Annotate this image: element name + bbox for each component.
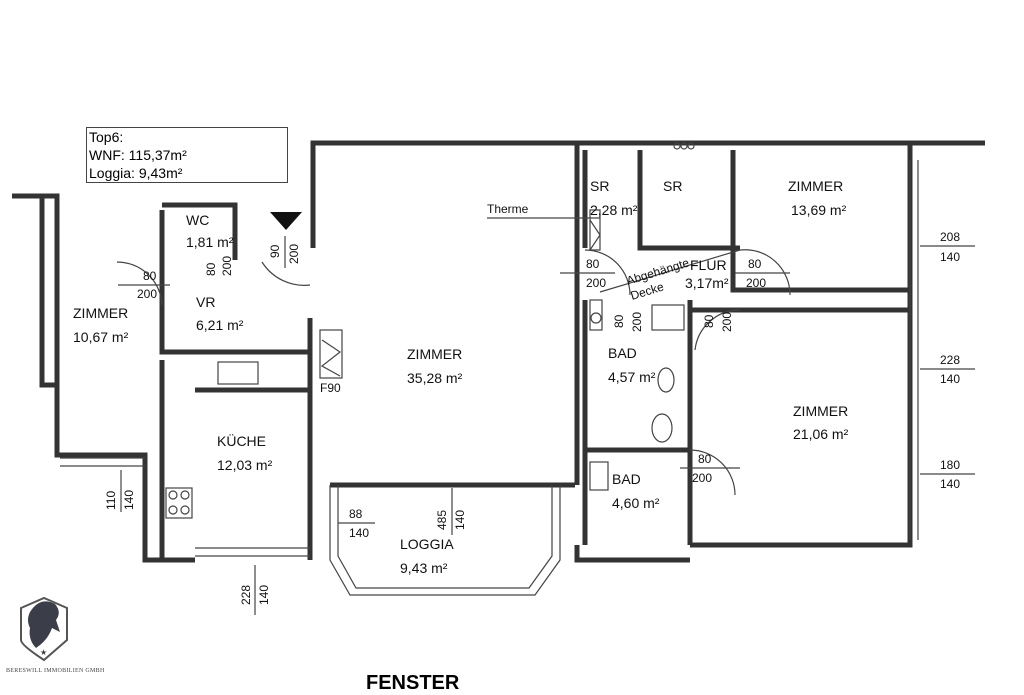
dimension-label: 80	[143, 269, 157, 283]
walls	[12, 140, 985, 596]
company-logo: ★	[20, 596, 68, 662]
dimension-label: 200	[746, 276, 766, 290]
room-name: ZIMMER	[407, 346, 462, 362]
room-name: SR	[590, 178, 609, 194]
fixtures	[165, 142, 741, 519]
room-area: 4,57 m²	[608, 369, 656, 385]
chimney-f90	[319, 329, 343, 379]
room-name: FLUR	[690, 257, 727, 273]
dimension-label: 140	[453, 510, 467, 530]
company-name: BERESWILL IMMOBILIEN GMBH	[6, 668, 105, 674]
room-name: ZIMMER	[793, 403, 848, 419]
suspended-ceiling-line	[599, 249, 741, 293]
dimension-label: 80	[748, 257, 762, 271]
dimension-label: 110	[104, 491, 118, 510]
dimension-label: 180	[940, 458, 960, 472]
room-name: ZIMMER	[73, 305, 128, 321]
room-name: LOGGIA	[400, 536, 454, 552]
horse-icon	[28, 601, 60, 648]
room-name: VR	[196, 294, 215, 310]
dimension-label: 228	[940, 353, 960, 367]
dimension-label: 200	[630, 312, 644, 332]
dimension-label: 200	[586, 276, 606, 290]
room-area: 1,81 m²	[186, 234, 234, 250]
room-area: 10,67 m²	[73, 329, 129, 345]
annotations: Therme Abgehängte Decke F90	[320, 202, 691, 395]
room-name: KÜCHE	[217, 432, 266, 449]
entrance-arrow-icon	[270, 212, 302, 230]
room-name: BAD	[612, 471, 641, 487]
dimension-label: 485	[435, 510, 449, 530]
room-area: 12,03 m²	[217, 457, 273, 473]
dimension-label: 140	[940, 250, 960, 264]
room-area: 13,69 m²	[791, 202, 847, 218]
svg-text:★: ★	[40, 648, 47, 657]
footer-label: FENSTER	[366, 672, 460, 694]
room-area: 4,60 m²	[612, 495, 660, 511]
room-area: 3,17m²	[685, 275, 729, 291]
dimension-label: 140	[349, 526, 369, 540]
dimension-label: 228	[239, 585, 253, 605]
dimension-label: 80	[698, 452, 712, 466]
room-area: 2,28 m²	[590, 202, 638, 218]
dimension-label: 140	[940, 477, 960, 491]
summary-loggia: Loggia: 9,43m²	[89, 165, 183, 181]
room-area: 9,43 m²	[400, 560, 448, 576]
door-swings	[116, 249, 791, 496]
room-area: 6,21 m²	[196, 317, 244, 333]
summary-unit: Top6:	[89, 129, 124, 145]
dimension-label: 140	[257, 585, 271, 605]
room-area: 21,06 m²	[793, 426, 849, 442]
dimension-label: 90	[268, 244, 282, 258]
dimension-label: 140	[122, 490, 136, 510]
dimension-label: 200	[137, 287, 157, 301]
room-area: 35,28 m²	[407, 370, 463, 386]
area-summary-box: Top6: WNF: 115,37m² Loggia: 9,43m²	[86, 127, 288, 183]
dimension-label: 200	[287, 244, 301, 264]
dimension-labels: 80 200 80 200 90 200 80 200 80 200 80 20…	[104, 230, 975, 615]
room-name: BAD	[608, 345, 637, 361]
room-name: SR	[663, 178, 682, 194]
dimension-label: 200	[220, 256, 234, 276]
room-name: ZIMMER	[788, 178, 843, 194]
dimension-label: 140	[940, 372, 960, 386]
dimension-label: 208	[940, 230, 960, 244]
dimension-label: 200	[692, 471, 712, 485]
room-labels: ZIMMER 10,67 m² WC 1,81 m² VR 6,21 m² ZI…	[73, 178, 849, 576]
dimension-label: 80	[586, 257, 600, 271]
dimension-label: 80	[204, 262, 218, 276]
dimension-label: 80	[612, 314, 626, 328]
summary-wnf: WNF: 115,37m²	[89, 147, 187, 163]
room-name: WC	[186, 212, 209, 228]
dimension-label: 200	[720, 312, 734, 332]
dimension-label: 88	[349, 507, 363, 521]
therme-label: Therme	[487, 202, 529, 216]
dimension-label: 80	[702, 314, 716, 328]
f90-label: F90	[320, 381, 341, 395]
